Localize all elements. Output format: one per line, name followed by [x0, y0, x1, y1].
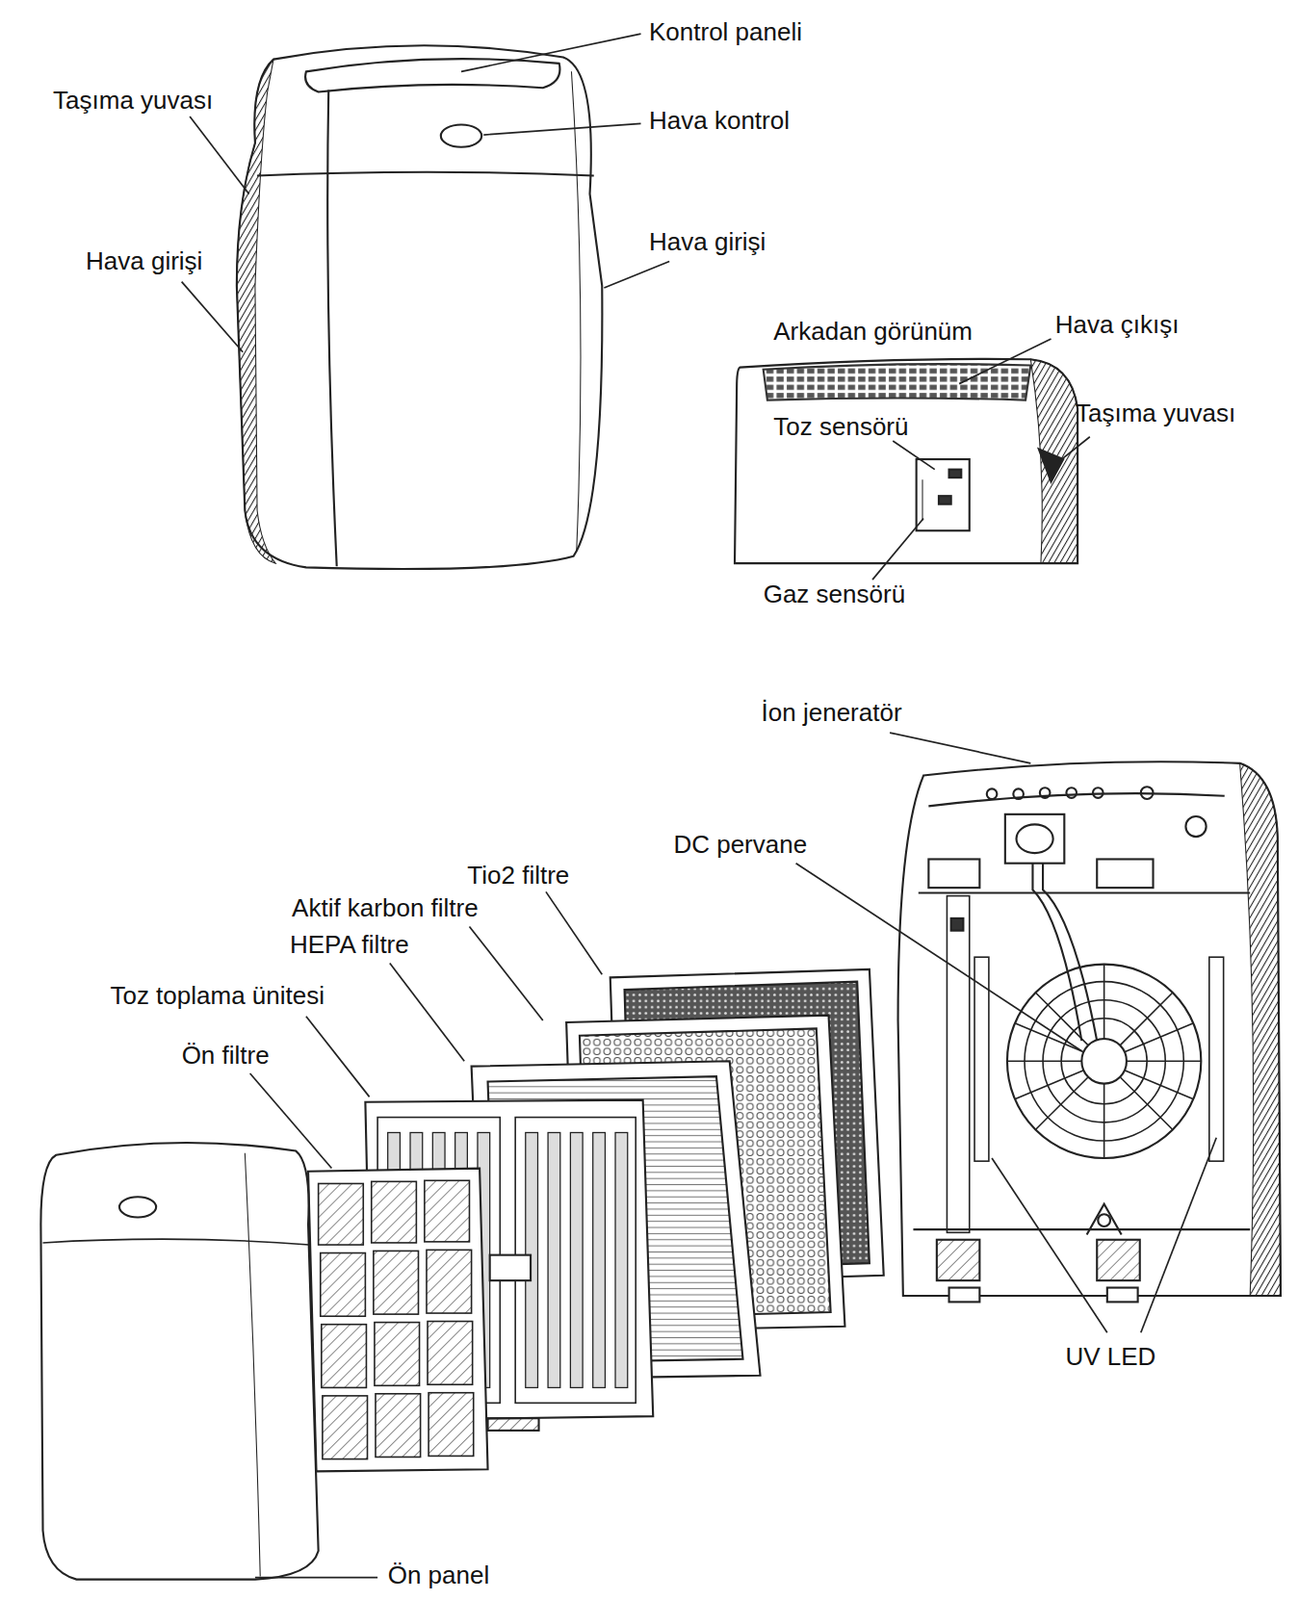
part-label: UV LED	[1064, 1342, 1156, 1372]
part-label: Ön panel	[388, 1560, 491, 1590]
part-label: Hava kontrol	[649, 105, 790, 135]
part-label: HEPA filtre	[289, 930, 410, 960]
part-label: Hava çıkışı	[1055, 310, 1180, 339]
part-label: Hava girişi	[85, 246, 203, 276]
part-label: Ön filtre	[181, 1040, 270, 1070]
part-label: Aktif karbon filtre	[291, 893, 479, 923]
part-label: Hava girişi	[649, 227, 766, 257]
part-label: Gaz sensörü	[763, 579, 906, 609]
part-label: Tio2 filtre	[467, 860, 570, 890]
part-label: İon jeneratör	[761, 698, 903, 727]
part-label: Toz sensörü	[773, 412, 909, 442]
part-label: Taşıma yuvası	[52, 85, 213, 115]
part-label: Kontrol paneli	[649, 17, 803, 47]
part-label: Arkadan görünüm	[773, 316, 973, 346]
part-label: Taşıma yuvası	[1075, 398, 1236, 428]
part-label: DC pervane	[673, 830, 807, 859]
part-label: Toz toplama ünitesi	[109, 981, 325, 1011]
